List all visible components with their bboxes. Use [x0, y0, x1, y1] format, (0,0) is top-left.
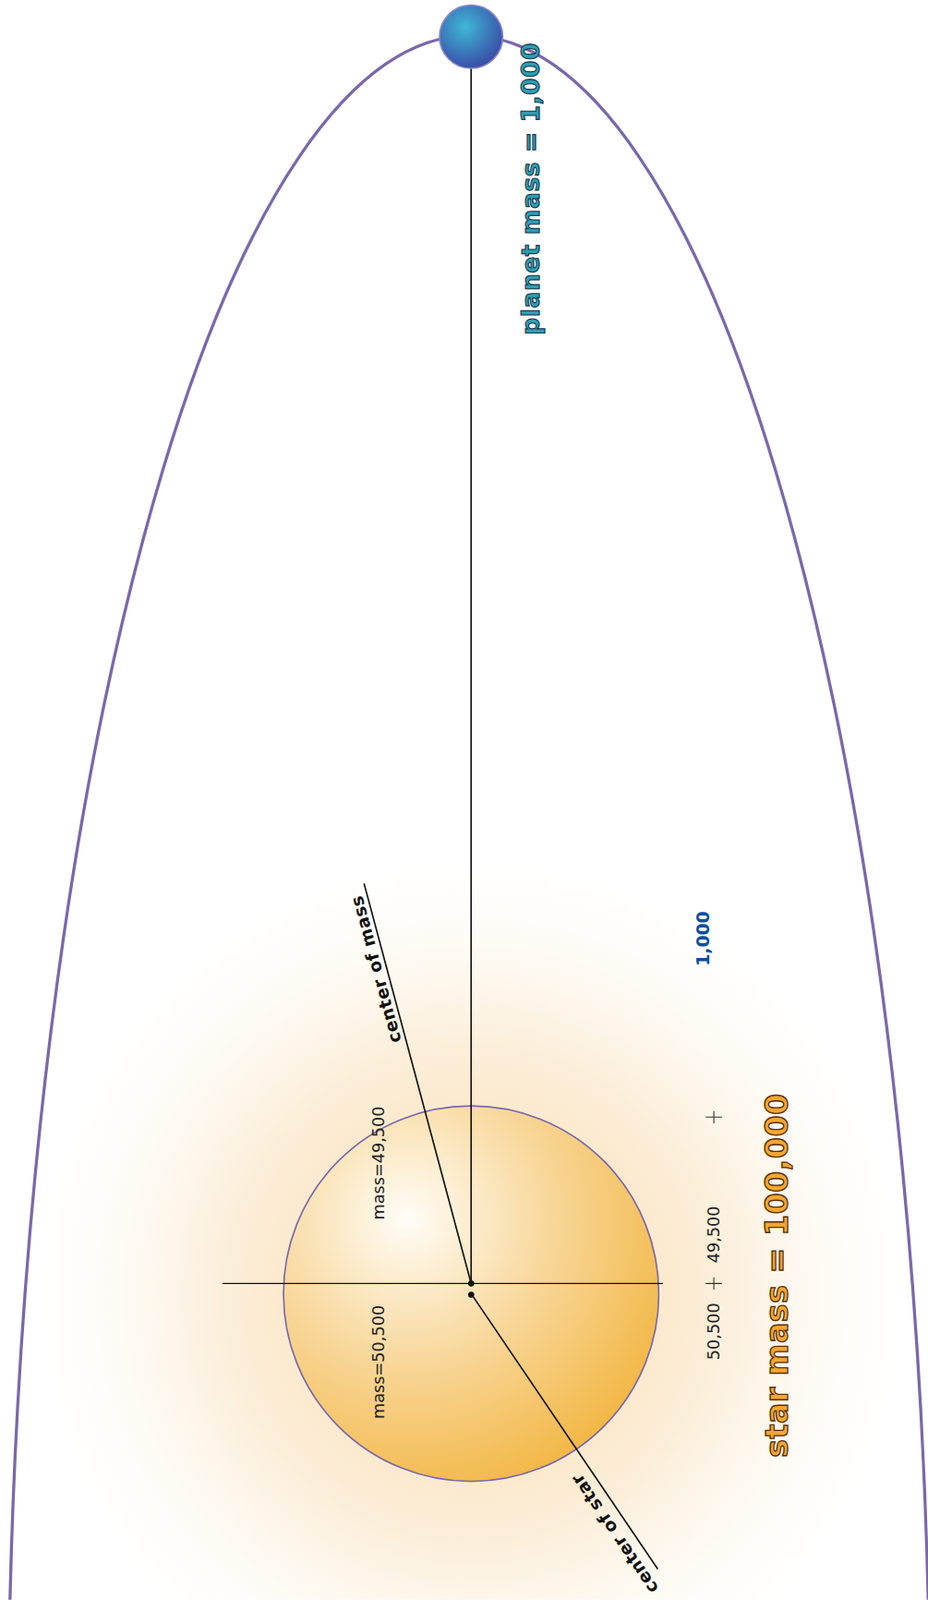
balance-number: 49,500 [705, 1205, 723, 1263]
orbit-ellipse [8, 36, 928, 1600]
center-of-mass-pointer [363, 882, 471, 1283]
center-of-star-dot [468, 1290, 475, 1298]
planet-line [470, 36, 472, 1284]
planet-mass-label: planet mass = 1,000 [518, 42, 544, 336]
mass-label: mass=49,500 [371, 1105, 388, 1219]
balance-number: 50,500 [705, 1301, 723, 1360]
tick-mark [705, 1110, 723, 1123]
star-mass-label: star mass = 100,000 [761, 1092, 793, 1457]
center-of-star-pointer [470, 1292, 658, 1568]
center-of-mass-dot [468, 1279, 475, 1287]
planet [439, 5, 503, 69]
balance-number: 1,000 [695, 910, 713, 965]
axis-line [222, 1282, 663, 1284]
tick-mark [705, 1277, 723, 1290]
mass-label: mass=50,500 [371, 1304, 388, 1419]
